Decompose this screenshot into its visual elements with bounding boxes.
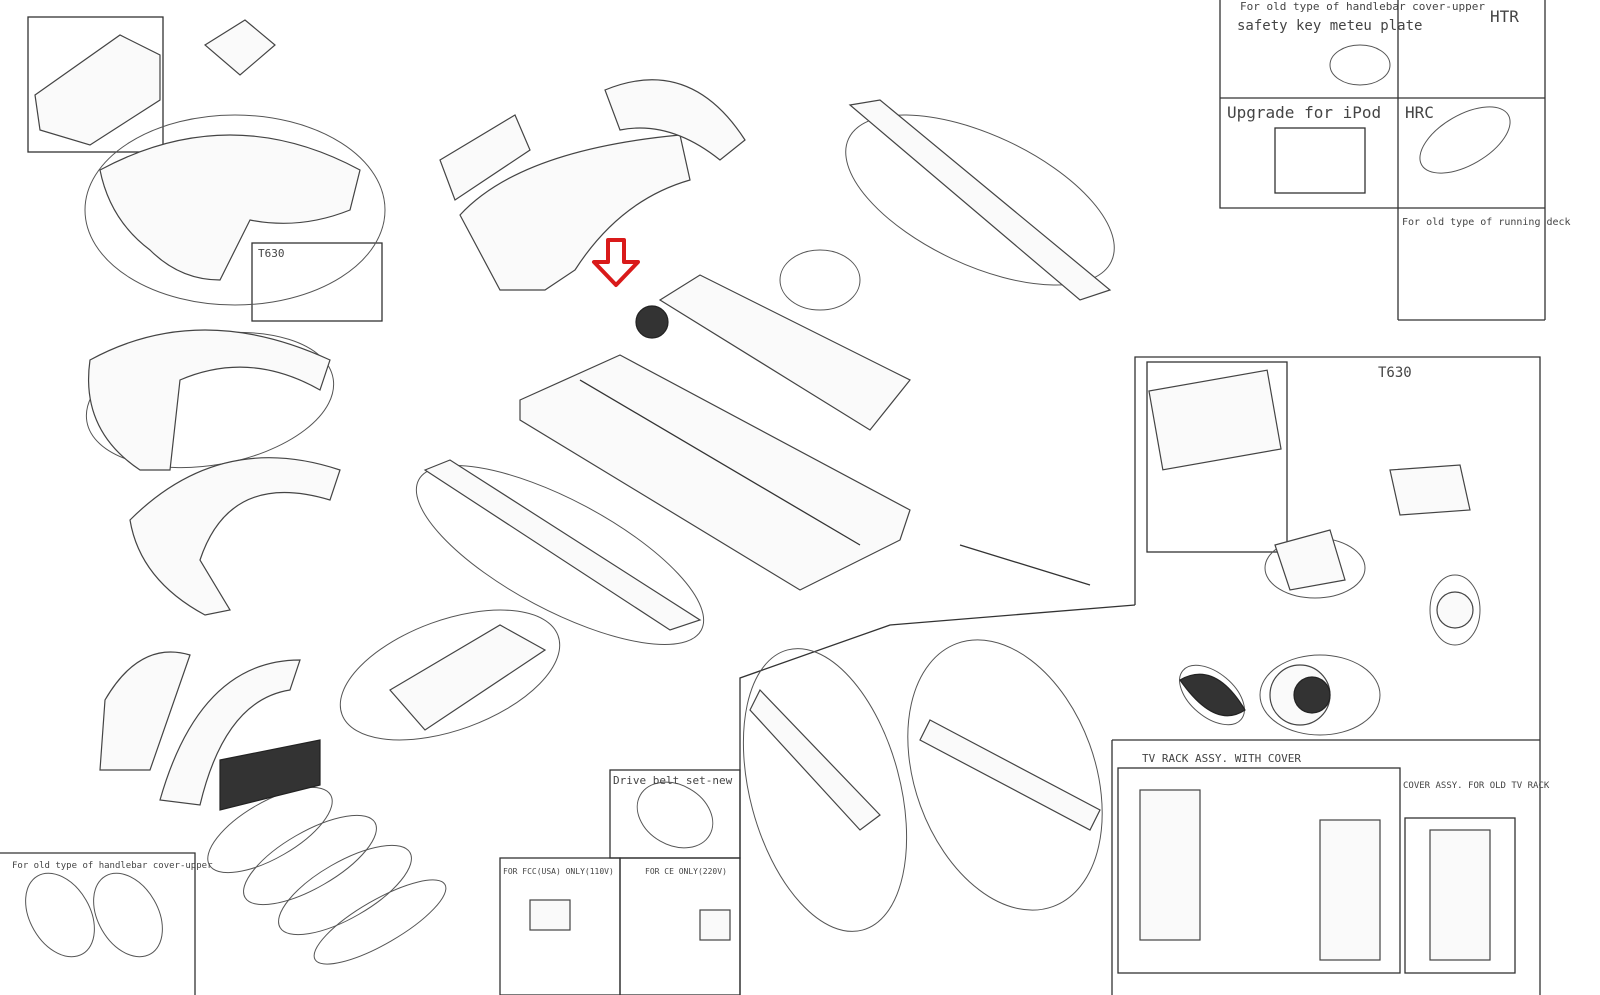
label-drive-belt: Drive belt set-new — [613, 774, 733, 787]
label-t630-left: T630 — [258, 247, 285, 260]
part-groups — [25, 44, 1511, 965]
label-safety-key: safety key meteu plate — [1237, 18, 1422, 34]
label-tv-rack: TV RACK ASSY. WITH COVER — [1142, 752, 1301, 765]
treadmill-parts — [34, 19, 1491, 961]
label-fcc: FOR FCC(USA) ONLY(110V) — [503, 867, 614, 876]
label-old-handlebar-top: For old type of handlebar cover-upper — [1240, 0, 1485, 13]
label-ipod: Upgrade for iPod — [1227, 103, 1381, 122]
label-old-handlebar-bottom: For old type of handlebar cover-upper — [12, 861, 213, 871]
section-labels: For old type of handlebar cover-upper sa… — [12, 0, 1571, 876]
label-hrc: HRC — [1405, 103, 1434, 122]
label-cover-assy: COVER ASSY. FOR OLD TV RACK — [1403, 781, 1550, 791]
label-old-running-deck: For old type of running deck — [1402, 217, 1571, 228]
section-boxes — [0, 0, 1546, 995]
highlight-arrow-icon — [592, 238, 640, 287]
label-htr: HTR — [1490, 7, 1519, 26]
label-t630-right: T630 — [1378, 365, 1412, 381]
label-ce: FOR CE ONLY(220V) — [645, 867, 727, 876]
